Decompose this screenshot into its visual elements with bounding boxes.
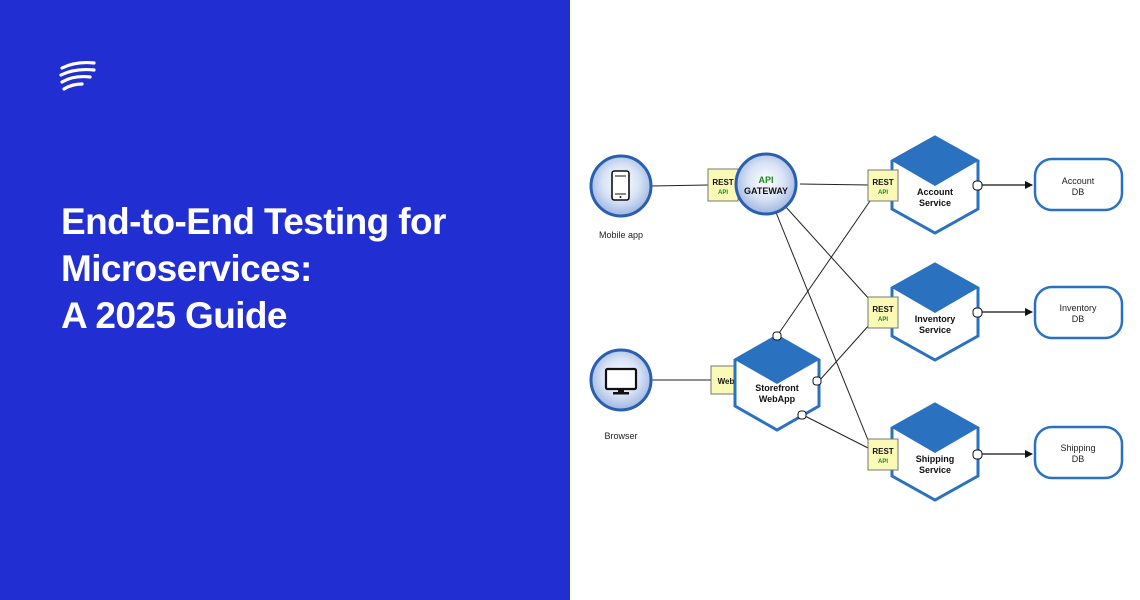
shipping-db-label-line2: DB (1072, 454, 1085, 464)
shipping-db: Shipping DB (1033, 425, 1124, 480)
edge-storefront-inventory (818, 323, 871, 382)
edge-storefront-account (776, 200, 871, 337)
hero-panel: End-to-End Testing for Microservices: A … (0, 0, 570, 600)
shipping-service-label-line2: Service (919, 465, 951, 475)
diagram-panel: Mobile app Browser REST API (570, 0, 1140, 600)
shipping-rest-api-badge: REST API (867, 438, 899, 471)
edge-gateway-inventory (784, 205, 871, 301)
shipping-db-label-line1: Shipping (1060, 443, 1095, 453)
title-line-2: Microservices: (61, 248, 312, 289)
gateway-rest-api-badge: REST API (707, 168, 739, 202)
storefront-port-top (772, 331, 782, 341)
account-badge-bottom: API (878, 190, 888, 196)
shipping-badge-top: REST (872, 447, 893, 456)
shipping-badge-bottom: API (878, 459, 888, 465)
client-browser: Browser (589, 348, 653, 441)
client-mobile: Mobile app (589, 154, 653, 240)
page-title: End-to-End Testing for Microservices: A … (61, 198, 446, 339)
account-port (972, 180, 983, 191)
inventory-db-label-line2: DB (1072, 314, 1085, 324)
db-arrows (982, 181, 1033, 458)
gateway-label-line2: GATEWAY (744, 186, 788, 196)
inventory-service: Inventory Service (890, 262, 980, 362)
account-db-label-line2: DB (1072, 187, 1085, 197)
web-badge-label: Web (718, 377, 735, 386)
account-badge-top: REST (872, 178, 893, 187)
inventory-badge-top: REST (872, 305, 893, 314)
connections (650, 183, 871, 450)
inventory-db: Inventory DB (1033, 285, 1124, 340)
account-service-label-line1: Account (917, 187, 953, 197)
inventory-rest-api-badge: REST API (867, 296, 899, 329)
gateway-badge-bottom: API (718, 190, 728, 196)
account-db: Account DB (1033, 157, 1124, 212)
client-browser-label: Browser (604, 431, 637, 441)
edge-gateway-shipping (774, 209, 871, 446)
shipping-service-label-line1: Shipping (916, 454, 955, 464)
title-line-3: A 2025 Guide (61, 295, 287, 336)
signal-waves-logo-icon (59, 60, 96, 91)
shipping-service: Shipping Service (890, 402, 980, 502)
edge-storefront-shipping (802, 414, 871, 450)
inventory-port (972, 307, 983, 318)
storefront-port-bottom (797, 410, 807, 420)
storefront-webapp: Storefront WebApp (733, 334, 821, 432)
inventory-service-label-line2: Service (919, 325, 951, 335)
edge-gateway-account (799, 183, 871, 186)
inventory-badge-bottom: API (878, 317, 888, 323)
api-gateway: API GATEWAY (734, 152, 798, 216)
title-line-1: End-to-End Testing for (61, 201, 446, 242)
account-rest-api-badge: REST API (867, 169, 899, 202)
account-service-label-line2: Service (919, 198, 951, 208)
account-db-label-line1: Account (1062, 176, 1095, 186)
inventory-db-label-line1: Inventory (1059, 303, 1097, 313)
desktop-monitor-icon (604, 367, 638, 395)
storefront-label-line1: Storefront (755, 383, 799, 393)
edge-mobile-gateway (650, 184, 709, 187)
storefront-port-right (812, 376, 822, 386)
gateway-label-line1: API (758, 175, 773, 185)
gateway-badge-top: REST (712, 178, 733, 187)
inventory-service-label-line1: Inventory (915, 314, 956, 324)
mobile-phone-icon (611, 170, 630, 201)
shipping-port (972, 449, 983, 460)
client-mobile-label: Mobile app (599, 230, 643, 240)
account-service: Account Service (890, 135, 980, 235)
microservices-architecture-diagram: Mobile app Browser REST API (589, 135, 1124, 502)
storefront-label-line2: WebApp (759, 394, 796, 404)
